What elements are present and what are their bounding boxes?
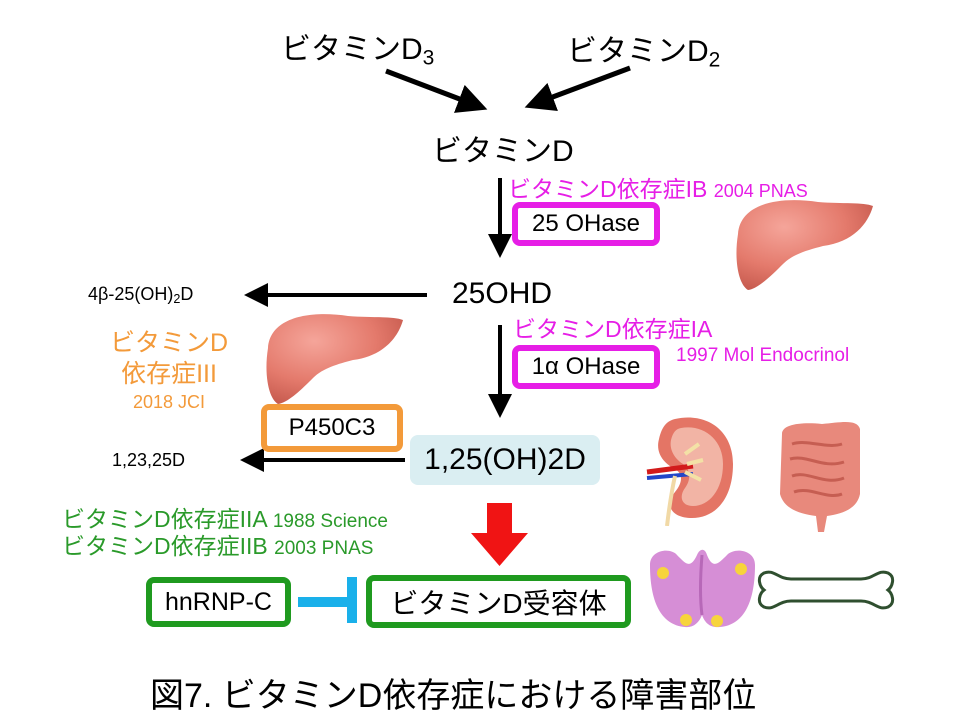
liver-icon	[266, 314, 403, 404]
node-1-23-25d: 1,23,25D	[112, 450, 186, 470]
liver-icon	[736, 200, 873, 290]
inhibit-bar	[347, 577, 357, 623]
annotation-iii: ビタミンD 依存症III 2018 JCI	[109, 329, 229, 412]
arrow-d3-to-d	[385, 68, 488, 113]
intestine-icon	[780, 421, 860, 532]
node-vitamin-d: ビタミンD	[432, 135, 574, 168]
figure-caption: 図7. ビタミンD依存症における障害部位	[150, 677, 757, 715]
enzyme-1a-ohase: 1α OHase	[512, 345, 660, 389]
node-4beta-25oh2d: 4β-25(OH)2D	[88, 284, 194, 307]
arrow-d2-to-d	[524, 65, 631, 112]
node-hnrnp-c: hnRNP-C	[146, 577, 291, 627]
annotation-ia: ビタミンD依存症IA	[513, 316, 713, 342]
inhibit-line	[298, 597, 354, 607]
node-vitamin-d-receptor: ビタミンD受容体	[366, 575, 631, 628]
annotation-ib: ビタミンD依存症IB 2004 PNAS	[508, 176, 808, 202]
red-arrow	[471, 503, 528, 566]
node-vitamin-d3: ビタミンD3	[281, 33, 435, 70]
node-vitamin-d2: ビタミンD2	[567, 35, 721, 72]
parathyroid-icon	[650, 549, 755, 628]
annotation-ia-ref: 1997 Mol Endocrinol	[676, 345, 850, 366]
annotation-iib: ビタミンD依存症IIB 2003 PNAS	[62, 533, 374, 559]
kidney-icon	[646, 417, 733, 526]
enzyme-25-ohase: 25 OHase	[512, 202, 660, 246]
bone-icon	[757, 570, 895, 610]
node-25ohd: 25OHD	[452, 277, 553, 310]
node-1-25-oh2d: 1,25(OH)2D	[410, 435, 600, 485]
annotation-iia: ビタミンD依存症IIA 1988 Science	[62, 506, 389, 532]
enzyme-p450c3: P450C3	[261, 404, 403, 452]
